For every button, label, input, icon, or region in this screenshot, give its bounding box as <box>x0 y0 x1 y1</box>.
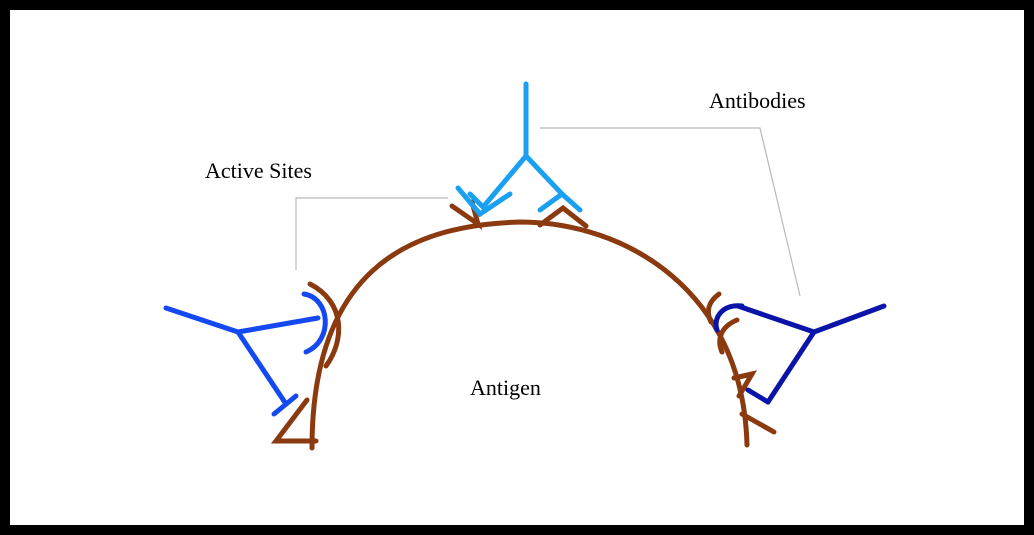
antibody-left-stem <box>163 305 241 335</box>
antibody-top <box>455 81 583 218</box>
antibody-top-left-binding-inner <box>467 191 489 213</box>
antigen-site-top-right <box>537 204 589 229</box>
antibody-top-right-binding <box>537 190 583 213</box>
antigen-site-right-bottom <box>739 411 777 435</box>
antigen-site-right-cup-1 <box>705 291 722 325</box>
antigen <box>270 199 777 451</box>
antibody-right-stem <box>811 303 887 335</box>
antibody-right <box>713 303 887 405</box>
antibody-left-t-binding <box>271 393 299 417</box>
antibody-right-lower-arm <box>765 329 817 405</box>
antibody-right-cup-binding <box>713 303 745 333</box>
antibody-left-upper-arm <box>235 315 321 335</box>
antibodies-leader-line <box>540 127 801 297</box>
antibody-top-left-binding <box>455 185 513 218</box>
antigen-site-right-angle <box>731 370 758 399</box>
antibody-right-lower-binding <box>745 387 771 405</box>
antibodies-label: Antibodies <box>709 88 806 113</box>
antigen-site-left-cup <box>307 281 342 369</box>
antibody-top-right-arm <box>523 153 565 197</box>
antibody-left <box>163 291 328 417</box>
antibody-left-cup-binding <box>301 291 328 355</box>
leader-lines <box>295 127 801 297</box>
antigen-site-left-triangle <box>270 397 319 444</box>
antibody-right-upper-arm <box>735 303 817 335</box>
antigen-site-right-cup-2 <box>717 317 740 355</box>
active-sites-leader-line <box>295 197 448 270</box>
active-sites-label: Active Sites <box>205 158 312 183</box>
antibody-top-left-arm <box>481 153 529 209</box>
antibody-left-lower-arm <box>235 329 289 407</box>
antigen-label: Antigen <box>470 375 541 400</box>
antigen-surface <box>309 219 750 451</box>
